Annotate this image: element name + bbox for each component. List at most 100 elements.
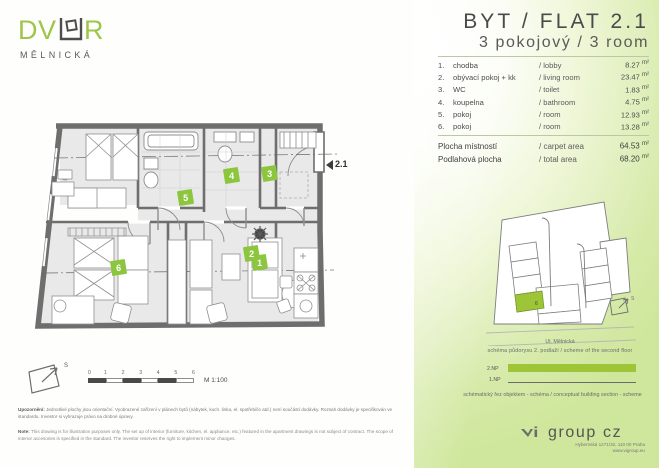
- room-area: 13.28 m²: [620, 121, 649, 132]
- north-arrow-icon: S: [609, 296, 635, 316]
- scale-tick: 1: [104, 370, 107, 376]
- sink-icon: [143, 157, 159, 170]
- vigroup-mark-icon: [521, 426, 538, 437]
- total-row: Podlahová plocha / total area 68.20 m²: [438, 154, 651, 167]
- hall-dashed-zone: [279, 171, 309, 199]
- room-area: 1.83 m²: [625, 84, 649, 95]
- project-logo: D V R MĚLNICKÁ: [18, 14, 178, 64]
- floor-label-1np: 1.NP: [489, 377, 501, 383]
- entrance-marker: 2.1: [326, 159, 360, 173]
- company-address: Hybernská 1271/32, 110 00 Praha www.vigr…: [520, 442, 645, 454]
- logo-diacritic: [65, 19, 78, 32]
- room-badge-2: 2: [242, 244, 261, 263]
- north-label: S: [64, 363, 69, 369]
- logo-subtitle: MĚLNICKÁ: [20, 50, 94, 60]
- room-name-cz: koupelna: [453, 97, 484, 107]
- logo-letter-d: D: [18, 15, 39, 45]
- scale-segment: [176, 378, 194, 383]
- total-row: Plocha místností / carpet area 64.53 m²: [438, 141, 651, 154]
- room-area: 23.47 m²: [620, 72, 649, 82]
- disclaimer-en-body: This drawing is for illustration purpose…: [18, 429, 394, 441]
- door-swing-bathroom: [225, 207, 247, 229]
- floor-label-2np: 2.NP: [487, 366, 499, 372]
- total-label-cz: Podlahová plocha: [438, 154, 502, 164]
- disclaimer-cz: Upozornění: Jednotlivé plochy jsou orien…: [18, 406, 403, 420]
- page-subtitle: 3 pokojový / 3 room: [478, 34, 649, 51]
- room-name-en: / bathroom: [539, 97, 576, 107]
- door-swing-hall: [203, 221, 225, 243]
- wardrobe: [279, 131, 317, 149]
- furniture-hall: [279, 131, 317, 199]
- table-row: 6. pokoj / room 13.28 m²: [438, 122, 651, 134]
- table-row: 4. koupelna / bathroom 4.75 m²: [438, 97, 651, 109]
- scale-segment: [123, 378, 141, 383]
- total-label-en: / carpet area: [539, 141, 584, 151]
- room-name-en: / living room: [539, 72, 580, 82]
- total-label-en: / total area: [539, 154, 577, 164]
- room-name-cz: pokoj: [453, 110, 472, 120]
- room-name-cz: chodba: [453, 60, 478, 70]
- scale-tick: 4: [156, 370, 160, 376]
- apartment-floor-plan: [34, 123, 339, 329]
- scale-segment: [140, 378, 159, 383]
- room-badge-5: 5: [176, 188, 195, 207]
- site-corridor-left: [541, 217, 552, 307]
- section-caption: schématický řez objektem - schéma / conc…: [463, 392, 642, 398]
- room-name-en: / toilet: [539, 85, 560, 95]
- site-corridor-right: [576, 243, 587, 309]
- disclaimer-en: Note: This drawing is for illustration p…: [18, 428, 403, 442]
- page-title: BYT / FLAT 2.1: [463, 10, 649, 33]
- accent-chairs: [110, 302, 228, 324]
- exterior-walls: [34, 123, 325, 329]
- table-row: 3. WC / toilet 1.83 m²: [438, 85, 651, 97]
- company-logo: group cz Hybernská 1271/32, 110 00 Praha…: [520, 424, 645, 460]
- wc-bowl-icon: [217, 145, 233, 163]
- site-plan-diagram: 6 Ul. Mělnická S: [485, 201, 637, 346]
- scale-bar: 0 1 2 3 4 5 6: [88, 370, 195, 383]
- room-name-en: / room: [539, 122, 561, 132]
- site-highlighted-unit: [514, 290, 545, 313]
- scale-tick: 5: [174, 370, 178, 376]
- room-number: 1.: [438, 60, 445, 70]
- scale-tick: 0: [88, 370, 91, 376]
- room-name-cz: obývací pokoj + kk: [453, 72, 516, 82]
- divider-mid: [438, 135, 649, 136]
- logo-letter-u-glyph: [59, 18, 83, 41]
- ventilation-icon: [252, 226, 268, 242]
- website-line[interactable]: www.vigroup.eu: [612, 448, 645, 454]
- furniture-bedroom-6: [51, 235, 149, 325]
- north-arrow-icon: [28, 364, 60, 394]
- scale-segment: [105, 378, 124, 383]
- room-area: 12.93 m²: [620, 109, 649, 120]
- section-ground-line: [508, 382, 636, 383]
- kitchen-units: [293, 247, 319, 319]
- room-area: 8.27 m²: [625, 60, 649, 70]
- room-name-cz: pokoj: [453, 122, 472, 132]
- room-area: 4.75 m²: [625, 97, 649, 107]
- section-highlight-bar: [508, 364, 636, 372]
- disclaimer-cz-body: Jednotlivé plochy jsou orientační. Vyobr…: [18, 407, 393, 419]
- room-number: 5.: [438, 110, 445, 120]
- room-number: 6.: [438, 122, 445, 132]
- disclaimer-en-prefix: Note:: [18, 429, 30, 434]
- entrance-opening: [313, 131, 325, 173]
- scale-tick: 6: [192, 370, 195, 376]
- logo-letter-r: R: [84, 15, 105, 45]
- address-line: Hybernská 1271/32, 110 00 Praha: [575, 442, 645, 447]
- scale-tick: 3: [139, 370, 143, 376]
- street-label: Ul. Mělnická: [545, 339, 574, 345]
- doors: [127, 206, 305, 245]
- disclaimer-cz-prefix: Upozornění:: [18, 407, 45, 412]
- table-row: 5. pokoj / room 12.93 m²: [438, 110, 651, 122]
- svg-text:S: S: [631, 296, 635, 302]
- scale-segment: [88, 378, 106, 383]
- shelf-unit: [189, 239, 213, 289]
- divider-top: [438, 56, 649, 57]
- tv-wall: [167, 239, 187, 325]
- room-name-cz: WC: [453, 85, 466, 95]
- room-badge-6: 6: [109, 258, 128, 277]
- site-plan-caption: schéma půdorysu 2. podlaží / scheme of t…: [487, 348, 633, 354]
- room-name-en: / lobby: [539, 60, 562, 70]
- table-row: 1. chodba / lobby 8.27 m²: [438, 60, 651, 72]
